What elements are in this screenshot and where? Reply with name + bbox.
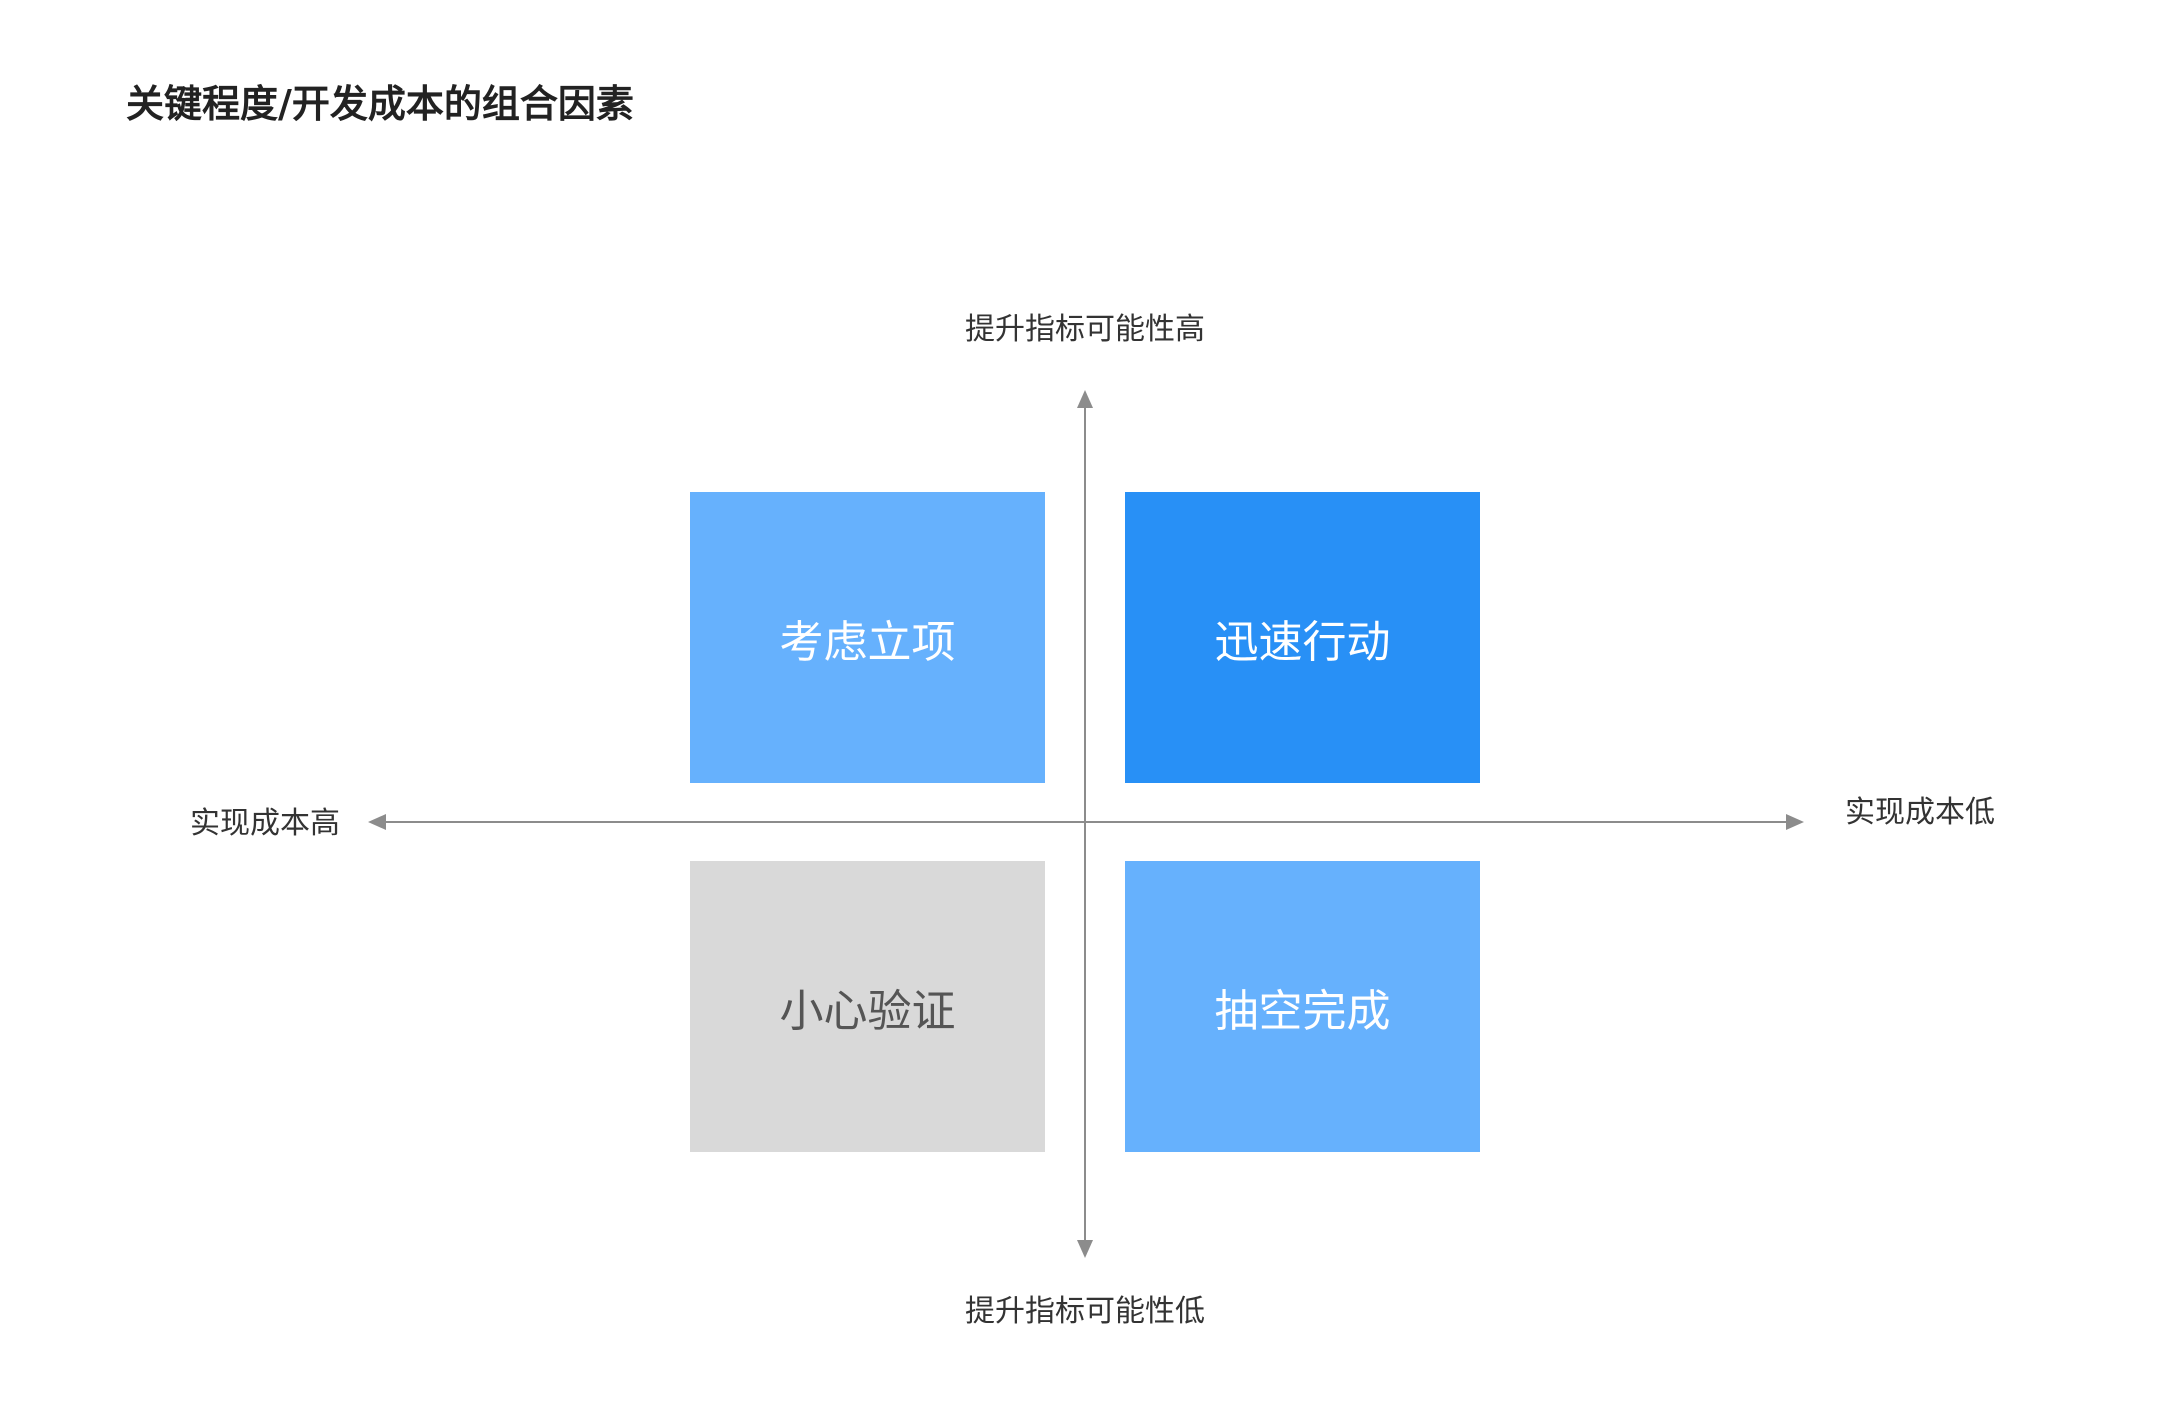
axis-label-bottom: 提升指标可能性低	[965, 1294, 1205, 1329]
quadrant-bottom-left: 小心验证	[690, 861, 1045, 1152]
quadrant-label: 小心验证	[779, 985, 956, 1037]
up-arrow	[1077, 390, 1093, 408]
axis-label-left: 实现成本高	[190, 806, 340, 841]
axis-label-top: 提升指标可能性高	[965, 312, 1205, 347]
quadrant-label: 抽空完成	[1214, 985, 1391, 1037]
quadrant-label: 迅速行动	[1214, 616, 1391, 668]
quadrant-bottom-right: 抽空完成	[1125, 861, 1480, 1152]
page-title: 关键程度/开发成本的组合因素	[126, 82, 634, 126]
down-arrow	[1077, 1240, 1093, 1258]
axis-label-right: 实现成本低	[1845, 795, 1995, 830]
quadrant-top-right: 迅速行动	[1125, 492, 1480, 783]
quadrant-label: 考虑立项	[779, 616, 956, 668]
left-arrow	[368, 814, 386, 830]
quadrant-top-left: 考虑立项	[690, 492, 1045, 783]
right-arrow	[1786, 814, 1804, 830]
